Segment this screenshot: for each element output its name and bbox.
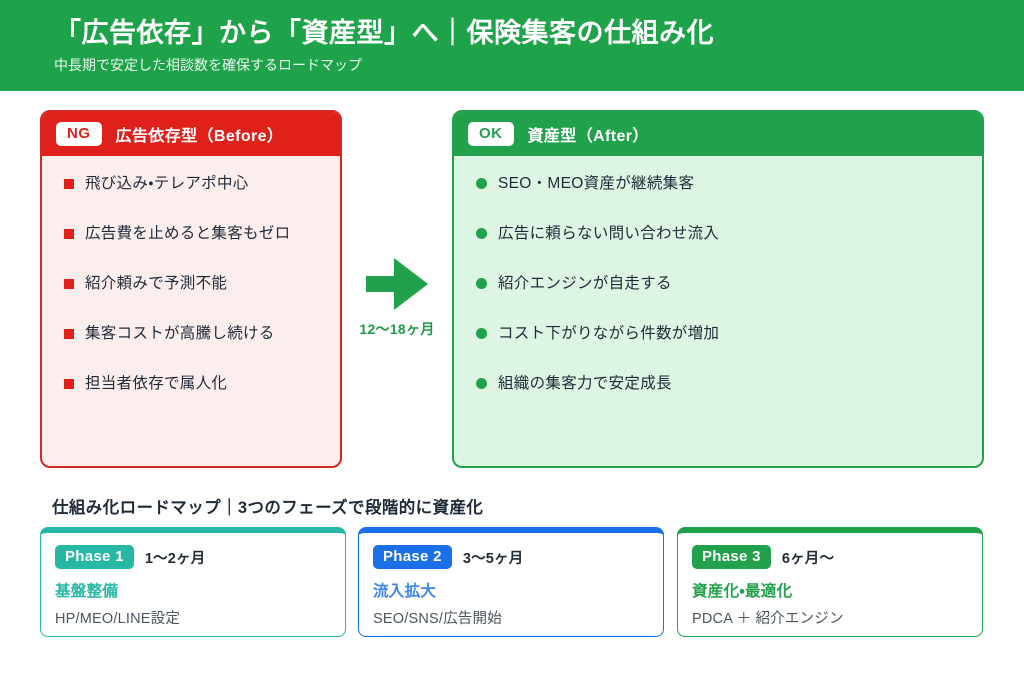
phase-card-2: Phase 2 3〜5ヶ月 流入拡大 SEO/SNS/広告開始 <box>358 527 664 637</box>
phase-header-row: Phase 3 6ヶ月〜 <box>692 544 982 570</box>
square-bullet-icon <box>64 279 74 289</box>
ok-badge: OK <box>468 122 514 146</box>
list-item: コスト下がりながら件数が増加 <box>476 324 982 374</box>
square-bullet-icon <box>64 229 74 239</box>
before-card-title: 広告依存型（Before） <box>115 128 284 145</box>
page-subtitle: 中長期で安定した相談数を確保するロードマップ <box>54 57 362 73</box>
square-bullet-icon <box>64 179 74 189</box>
after-card-title: 資産型（After） <box>527 128 649 145</box>
before-card-header: NG 広告依存型（Before） <box>42 112 340 156</box>
list-item-label: 組織の集客力で安定成長 <box>498 375 672 392</box>
list-item-label: SEO・MEO資産が継続集客 <box>498 175 695 192</box>
roadmap-title: 仕組み化ロードマップ｜3つのフェーズで段階的に資産化 <box>52 499 484 517</box>
transition-arrow-group: 12〜18ヶ月 <box>348 256 446 339</box>
list-item: 集客コストが高騰し続ける <box>64 324 340 374</box>
transition-caption: 12〜18ヶ月 <box>359 321 435 337</box>
list-item-label: 担当者依存で属人化 <box>85 375 228 392</box>
phase-description: HP/MEO/LINE設定 <box>55 611 181 627</box>
list-item-label: コスト下がりながら件数が増加 <box>498 325 720 342</box>
phase-badge: Phase 1 <box>55 545 134 569</box>
phase-period: 6ヶ月〜 <box>781 550 835 567</box>
page-header: 「広告依存」から「資産型」へ｜保険集客の仕組み化 中長期で安定した相談数を確保す… <box>0 0 1024 91</box>
after-card-header: OK 資産型（After） <box>454 112 982 156</box>
list-item-label: 紹介頼みで予測不能 <box>85 275 228 292</box>
list-item-label: 紹介エンジンが自走する <box>498 275 672 292</box>
after-card-body: SEO・MEO資産が継続集客 広告に頼らない問い合わせ流入 紹介エンジンが自走す… <box>454 156 982 424</box>
list-item: 広告に頼らない問い合わせ流入 <box>476 224 982 274</box>
phase-badge: Phase 2 <box>373 545 452 569</box>
circle-bullet-icon <box>476 228 487 239</box>
list-item-label: 集客コストが高騰し続ける <box>85 325 275 342</box>
phase-period: 1〜2ヶ月 <box>144 550 206 567</box>
list-item: 広告費を止めると集客もゼロ <box>64 224 340 274</box>
circle-bullet-icon <box>476 178 487 189</box>
phase-period: 3〜5ヶ月 <box>462 550 524 567</box>
before-card: NG 広告依存型（Before） 飛び込み・テレアポ中心 広告費を止めると集客も… <box>40 110 342 468</box>
list-item: 飛び込み・テレアポ中心 <box>64 174 340 224</box>
phase-name: 基盤整備 <box>55 583 119 600</box>
phase-description: PDCA ＋ 紹介エンジン <box>692 611 844 627</box>
arrow-right-icon <box>366 258 428 310</box>
list-item-label: 広告に頼らない問い合わせ流入 <box>498 225 720 242</box>
phase-header-row: Phase 1 1〜2ヶ月 <box>55 544 345 570</box>
circle-bullet-icon <box>476 278 487 289</box>
circle-bullet-icon <box>476 378 487 389</box>
phase-card-1: Phase 1 1〜2ヶ月 基盤整備 HP/MEO/LINE設定 <box>40 527 346 637</box>
phase-badge: Phase 3 <box>692 545 771 569</box>
phase-name: 資産化・最適化 <box>692 583 793 600</box>
before-card-body: 飛び込み・テレアポ中心 広告費を止めると集客もゼロ 紹介頼みで予測不能 集客コス… <box>42 156 340 424</box>
square-bullet-icon <box>64 379 74 389</box>
phase-header-row: Phase 2 3〜5ヶ月 <box>373 544 663 570</box>
square-bullet-icon <box>64 329 74 339</box>
list-item: 紹介頼みで予測不能 <box>64 274 340 324</box>
list-item: 担当者依存で属人化 <box>64 374 340 424</box>
circle-bullet-icon <box>476 328 487 339</box>
page-title: 「広告依存」から「資産型」へ｜保険集客の仕組み化 <box>54 18 714 48</box>
phase-card-3: Phase 3 6ヶ月〜 資産化・最適化 PDCA ＋ 紹介エンジン <box>677 527 983 637</box>
after-card: OK 資産型（After） SEO・MEO資産が継続集客 広告に頼らない問い合わ… <box>452 110 984 468</box>
phase-name: 流入拡大 <box>373 583 437 600</box>
list-item-label: 広告費を止めると集客もゼロ <box>85 225 291 242</box>
list-item-label: 飛び込み・テレアポ中心 <box>85 175 249 192</box>
list-item: SEO・MEO資産が継続集客 <box>476 174 982 224</box>
phase-description: SEO/SNS/広告開始 <box>373 611 502 627</box>
list-item: 紹介エンジンが自走する <box>476 274 982 324</box>
list-item: 組織の集客力で安定成長 <box>476 374 982 424</box>
ng-badge: NG <box>56 122 102 146</box>
